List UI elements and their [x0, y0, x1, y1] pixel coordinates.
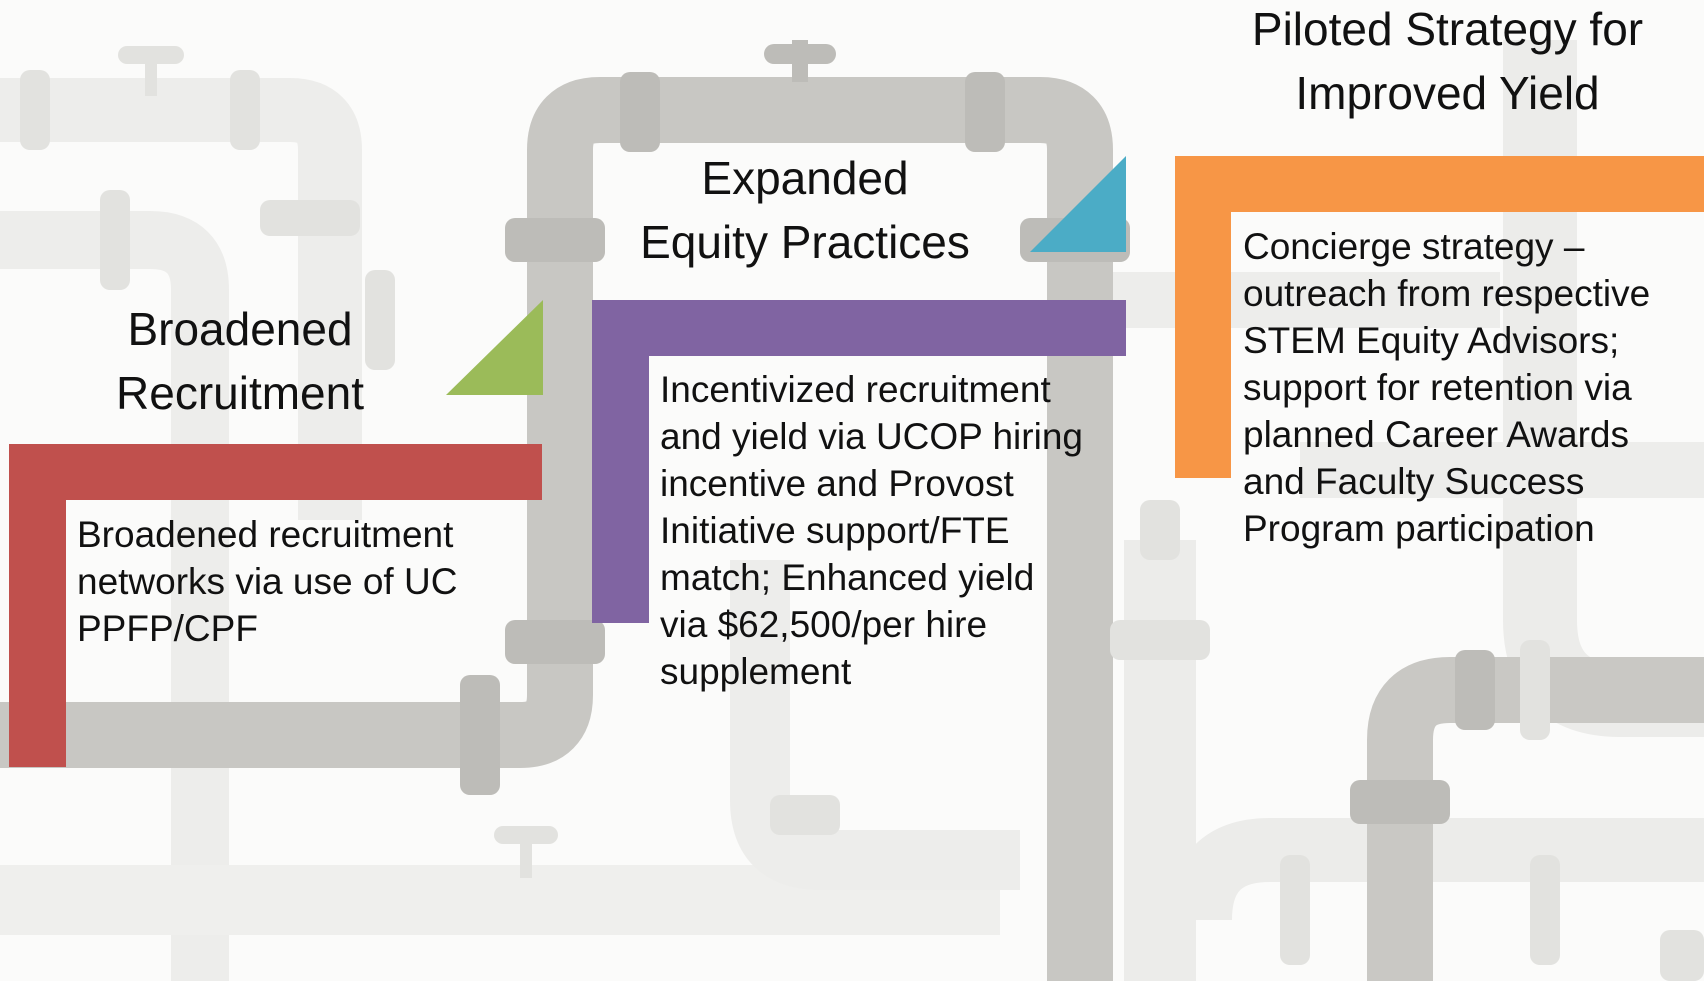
- step-1-bar-horizontal: [9, 444, 542, 500]
- step-3-description-line-2: outreach from respective: [1243, 273, 1651, 314]
- step-1-title: Broadened Recruitment: [80, 297, 400, 425]
- step-1-description-line-2: networks via use of UC: [77, 561, 458, 602]
- step-1-description: Broadened recruitment networks via use o…: [77, 511, 537, 652]
- step-1-accent-shape: [446, 300, 543, 395]
- step-2-description-line-5: match; Enhanced yield: [660, 557, 1035, 598]
- step-2-description-line-1: Incentivized recruitment: [660, 369, 1051, 410]
- step-1-title-line-1: Broadened: [127, 303, 353, 355]
- step-2-title-line-1: Expanded: [701, 152, 909, 204]
- step-2-description-line-3: incentive and Provost: [660, 463, 1014, 504]
- step-1-description-line-3: PPFP/CPF: [77, 608, 258, 649]
- step-3-description-line-3: STEM Equity Advisors;: [1243, 320, 1620, 361]
- step-3-description-line-1: Concierge strategy –: [1243, 226, 1585, 267]
- step-3-description-line-5: planned Career Awards: [1243, 414, 1630, 455]
- step-3-title-line-1: Piloted Strategy for: [1251, 3, 1644, 55]
- step-2-bar-horizontal: [592, 300, 1126, 356]
- step-3-description-line-7: Program participation: [1243, 508, 1595, 549]
- step-2-description-line-4: Initiative support/FTE: [660, 510, 1010, 551]
- step-2-description-line-7: supplement: [660, 651, 852, 692]
- step-2-description: Incentivized recruitment and yield via U…: [660, 366, 1110, 695]
- step-2-accent-shape: [1030, 156, 1126, 252]
- step-1-description-line-1: Broadened recruitment: [77, 514, 454, 555]
- step-2-bar-vertical: [592, 300, 649, 623]
- step-2-accent-triangle: [1030, 156, 1126, 252]
- step-3-title-line-2: Improved Yield: [1295, 67, 1600, 119]
- step-3-description-line-4: support for retention via: [1243, 367, 1632, 408]
- step-3-description: Concierge strategy – outreach from respe…: [1243, 223, 1698, 552]
- step-3-description-line-6: and Faculty Success: [1243, 461, 1585, 502]
- step-3-bar-horizontal: [1175, 156, 1704, 212]
- step-2-title: Expanded Equity Practices: [610, 146, 1000, 274]
- step-1-accent-triangle: [446, 300, 543, 395]
- step-2-description-line-6: via $62,500/per hire: [660, 604, 988, 645]
- step-1-title-line-2: Recruitment: [116, 367, 364, 419]
- step-3-bar-vertical: [1175, 156, 1231, 478]
- step-2-description-line-2: and yield via UCOP hiring: [660, 416, 1083, 457]
- step-2-title-line-2: Equity Practices: [640, 216, 970, 268]
- step-1-bar-vertical: [9, 444, 66, 767]
- step-3-title: Piloted Strategy for Improved Yield: [1210, 0, 1685, 125]
